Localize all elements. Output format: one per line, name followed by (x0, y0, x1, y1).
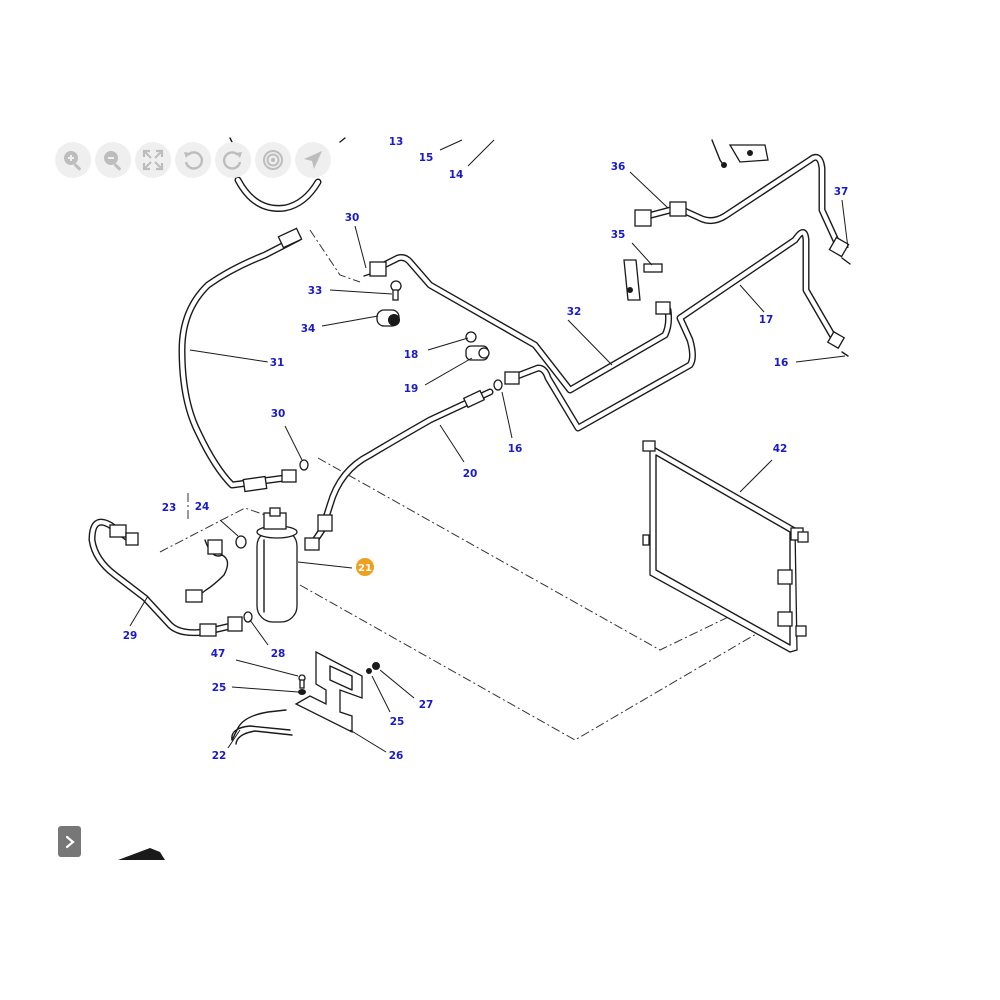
callout-18[interactable]: 18 (404, 349, 419, 361)
callout-16-right[interactable]: 16 (774, 357, 789, 369)
direction-arrow-partial (118, 848, 165, 860)
callout-25-left[interactable]: 25 (212, 682, 227, 694)
navigate-button[interactable] (295, 142, 331, 178)
hose-31 (178, 227, 303, 493)
callout-background (446, 168, 466, 182)
fit-screen-button[interactable] (135, 142, 171, 178)
belt-partial (229, 137, 346, 212)
rotate-left-button[interactable] (175, 142, 211, 178)
callout-background (342, 211, 362, 225)
callout-35[interactable]: 35 (611, 229, 626, 241)
callout-background (386, 135, 406, 149)
zoom-in-icon (64, 151, 81, 171)
callout-background (209, 749, 229, 763)
callout-15[interactable]: 15 (419, 152, 434, 164)
hose-20 (304, 388, 494, 551)
callout-background (460, 467, 480, 481)
callout-background (416, 698, 436, 712)
callout-background (386, 749, 406, 763)
callout-22[interactable]: 22 (212, 750, 227, 762)
callout-background (416, 151, 436, 165)
callout-30-lower[interactable]: 30 (271, 408, 286, 420)
rotate-left-icon (184, 151, 203, 170)
callout-background (267, 356, 287, 370)
callout-background (209, 681, 229, 695)
callout-19[interactable]: 19 (404, 383, 419, 395)
callout-23[interactable]: 23 (162, 502, 177, 514)
callout-background (120, 629, 140, 643)
callout-background (192, 500, 212, 514)
callout-14[interactable]: 14 (449, 169, 464, 181)
callout-background (608, 228, 628, 242)
callout-background (387, 715, 407, 729)
callout-background (159, 501, 179, 515)
rotate-right-icon (223, 151, 242, 170)
callout-16-center[interactable]: 16 (508, 443, 523, 455)
target-button[interactable] (255, 142, 291, 178)
callout-42[interactable]: 42 (773, 443, 788, 455)
callout-27[interactable]: 27 (419, 699, 434, 711)
callout-13[interactable]: 13 (389, 136, 404, 148)
chevron-right-icon (65, 835, 75, 848)
callout-47[interactable]: 47 (211, 648, 226, 660)
callout-34[interactable]: 34 (301, 323, 316, 335)
callout-29[interactable]: 29 (123, 630, 138, 642)
fit-screen-icon (142, 149, 164, 171)
small-parts (243, 257, 851, 695)
callout-36[interactable]: 36 (611, 161, 626, 173)
target-icon (263, 150, 283, 170)
clamp-22 (231, 709, 293, 745)
callout-25-right[interactable]: 25 (390, 716, 405, 728)
leader-lines (129, 139, 849, 753)
callout-background (756, 313, 776, 327)
callout-21[interactable]: 21 (358, 563, 372, 574)
callout-background (268, 407, 288, 421)
pipe-36 (634, 153, 850, 258)
callout-17[interactable]: 17 (759, 314, 774, 326)
callout-background (831, 185, 851, 199)
callout-28[interactable]: 28 (271, 648, 286, 660)
callout-background (608, 160, 628, 174)
pipe-17 (504, 229, 846, 432)
bracket-26 (294, 650, 363, 734)
top-bracket-partial (711, 139, 769, 168)
receiver-drier-21 (256, 507, 298, 623)
zoom-out-icon (104, 151, 121, 171)
callout-33[interactable]: 33 (308, 285, 323, 297)
callout-background (305, 284, 325, 298)
callout-background (505, 442, 525, 456)
viewer-toolbar (55, 142, 335, 178)
navigate-icon (304, 151, 322, 169)
callout-37[interactable]: 37 (834, 186, 849, 198)
switch-wire-24 (185, 535, 247, 603)
callout-24[interactable]: 24 (195, 501, 210, 513)
callout-21-highlighted[interactable]: 21 (356, 558, 374, 576)
condenser-42 (642, 440, 809, 653)
callout-background (401, 382, 421, 396)
zoom-out-button[interactable] (95, 142, 131, 178)
side-panel-toggle-button[interactable] (58, 826, 81, 857)
rotate-right-button[interactable] (215, 142, 251, 178)
callout-background (268, 647, 288, 661)
callout-background (401, 348, 421, 362)
callout-background (771, 356, 791, 370)
highlight-marker (356, 558, 374, 576)
callout-background (208, 647, 228, 661)
callout-background (770, 442, 790, 456)
callout-31[interactable]: 31 (270, 357, 285, 369)
callout-labels: 13 15 14 36 37 30 35 33 32 17 34 18 31 1… (120, 135, 851, 763)
callout-20[interactable]: 20 (463, 468, 478, 480)
callout-26[interactable]: 26 (389, 750, 404, 762)
hose-29 (88, 518, 243, 637)
callout-background (298, 322, 318, 336)
callout-32[interactable]: 32 (567, 306, 582, 318)
callout-30-upper[interactable]: 30 (345, 212, 360, 224)
zoom-in-button[interactable] (55, 142, 91, 178)
pipe-32 (369, 254, 673, 394)
callout-background (564, 305, 584, 319)
